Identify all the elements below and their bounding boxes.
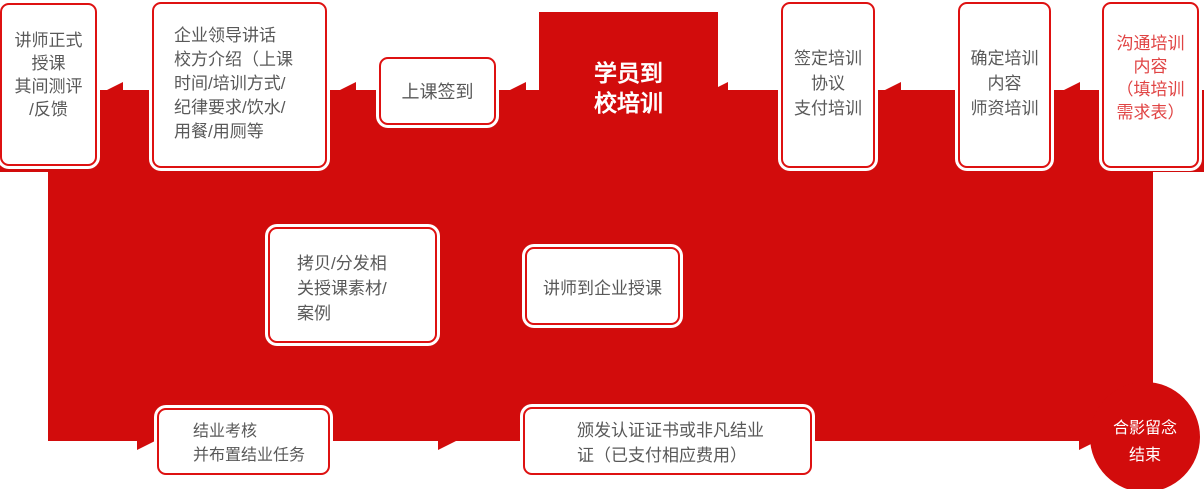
arrowhead-left-icon xyxy=(1062,82,1080,100)
step-instructor-to-company: 讲师到企业授课 xyxy=(525,247,680,325)
step-label: 合影留念 xyxy=(1112,420,1177,437)
arrowhead-left-icon xyxy=(883,82,901,100)
step-communicate-content: 沟通培训 内容 （填培训 需求表） xyxy=(1102,2,1199,168)
arrowhead-left-icon xyxy=(508,82,526,100)
step-confirm-content: 确定培训 内容 师资培训 xyxy=(958,2,1051,168)
step-label: 结束 xyxy=(1128,447,1161,464)
step-label: 学员到 xyxy=(594,60,663,86)
step-group-photo-end: 合影留念 结束 xyxy=(1090,382,1200,489)
step-label: 校培训 xyxy=(594,90,663,116)
step-class-signin: 上课签到 xyxy=(379,57,496,125)
arrowhead-right-icon xyxy=(137,432,155,450)
step-issue-certificates: 颁发认证证书或非凡结业 证（已支付相应费用） xyxy=(523,407,812,475)
step-students-arrive-school: 学员到 校培训 xyxy=(539,12,718,172)
arrowhead-right-icon xyxy=(438,432,456,450)
step-instructor-formal-teaching: 讲师正式 授课 其间测评 /反馈 xyxy=(0,3,97,166)
arrowhead-left-icon xyxy=(338,82,356,100)
step-copy-materials: 拷贝/分发相 关授课素材/ 案例 xyxy=(268,227,437,343)
step-sign-agreement: 签定培训 协议 支付培训 xyxy=(781,2,875,168)
step-leader-speech: 企业领导讲话 校方介绍（上课 时间/培训方式/ 纪律要求/饮水/ 用餐/用厕等 xyxy=(152,2,327,168)
arrowhead-left-icon xyxy=(105,82,123,100)
step-final-assessment: 结业考核 并布置结业任务 xyxy=(157,408,330,475)
